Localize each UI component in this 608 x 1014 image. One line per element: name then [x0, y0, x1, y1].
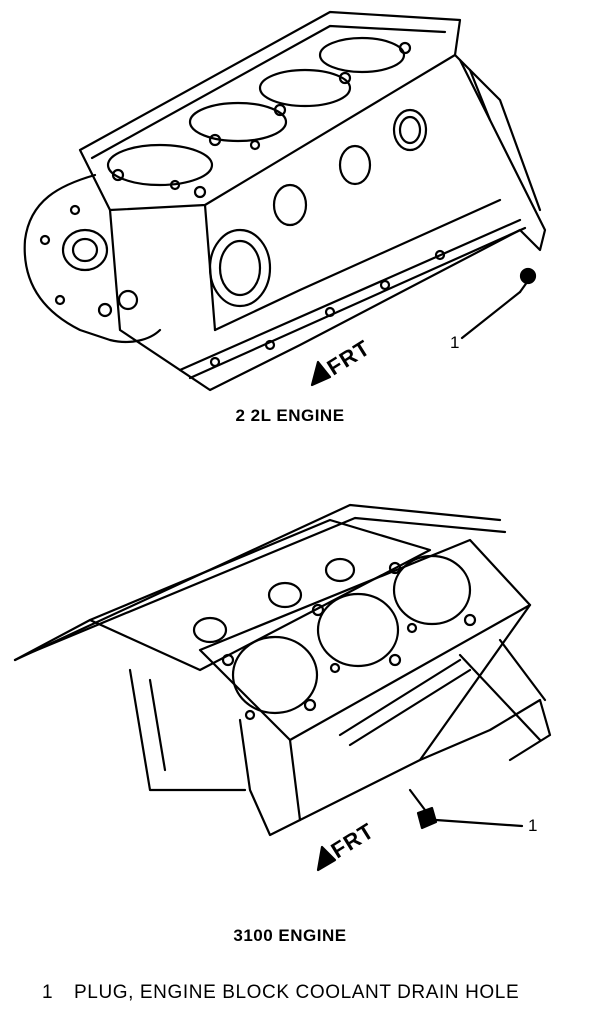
engine-3100-callout-number: 1: [528, 816, 538, 835]
engine-3100-left-bank: [88, 518, 432, 672]
engine-3100-front-arrow: [316, 845, 337, 872]
engine-22l-drain-plug: [519, 267, 537, 285]
engine-3100-bore-1: [231, 635, 319, 715]
engine-22l-bore-3: [258, 68, 352, 108]
engine-3100-bore-3: [392, 554, 472, 626]
engine-22l-bore-1: [106, 143, 214, 187]
engine-3100-callout-leader: [434, 818, 524, 828]
engine-22l-bore-4: [318, 36, 406, 74]
engine-22l-block-drawing: [23, 10, 547, 392]
engine-22l-timing-cover: [23, 173, 162, 344]
engine-3100-block-drawing: [13, 503, 552, 872]
engine-3100-illustration: 1 FRT: [0, 490, 608, 910]
engine-22l-illustration: 1 FRT: [0, 0, 608, 400]
engine-22l-callout-number: 1: [450, 333, 460, 352]
legend: 1 PLUG, ENGINE BLOCK COOLANT DRAIN HOLE: [42, 982, 519, 1004]
engine-22l-callout-leader: [460, 290, 522, 340]
engine-22l-caption: 2 2L ENGINE: [235, 406, 345, 425]
engine-3100-caption: 3100 ENGINE: [233, 926, 347, 945]
engine-22l-front-arrow: [310, 360, 332, 387]
engine-3100-drain-plug: [416, 806, 438, 830]
legend-item-text: PLUG, ENGINE BLOCK COOLANT DRAIN HOLE: [74, 982, 520, 1003]
legend-item-number: 1: [42, 982, 54, 1003]
engine-3100-bore-2: [316, 592, 400, 668]
engine-22l-bore-2: [188, 101, 288, 143]
engine-22l-side-wall: [108, 53, 547, 392]
